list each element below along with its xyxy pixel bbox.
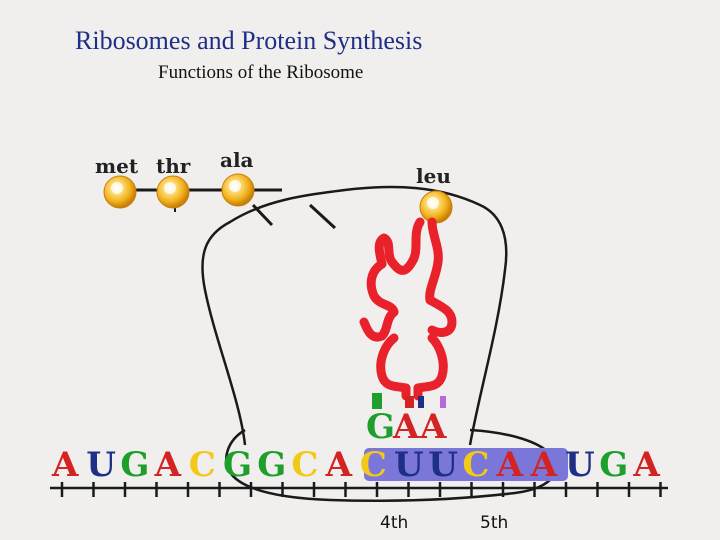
mrna-base: C [462,445,489,485]
mrna-base: A [632,445,660,485]
amino-acid-leu [420,191,452,223]
anticodon-base: A [392,407,420,447]
mrna-base: U [428,445,458,485]
anticodon: G A A [366,407,447,447]
amino-acid-label-ala: ala [220,148,254,172]
mrna-base: C [360,445,387,485]
amino-acid-label-leu: leu [416,164,451,188]
mrna-base: U [565,445,595,485]
anticodon-base: G [366,407,395,447]
ribosome-large-subunit [202,187,506,445]
mrna-base: G [223,445,252,485]
amino-acid-ala [222,174,254,206]
amino-acid-thr [157,176,189,208]
amino-acid-label-met: met [95,154,139,178]
trna-molecule [364,222,452,396]
mrna-base: U [394,445,424,485]
mrna-base: U [86,445,116,485]
mrna-base: A [530,445,558,485]
amino-acid-met [104,176,136,208]
mrna-base: G [599,445,628,485]
mrna-base: A [496,445,524,485]
mrna-base: G [120,445,149,485]
codon-position-5th: 5th [480,513,508,533]
mrna-base: C [189,445,216,485]
mrna-base: G [257,445,286,485]
mrna-base: A [51,445,79,485]
anticodon-base: A [419,407,447,447]
codon-position-4th: 4th [380,513,408,533]
mrna-base: A [325,445,353,485]
mrna-base: C [291,445,318,485]
mrna-base: A [154,445,182,485]
amino-acid-label-thr: thr [156,154,191,178]
